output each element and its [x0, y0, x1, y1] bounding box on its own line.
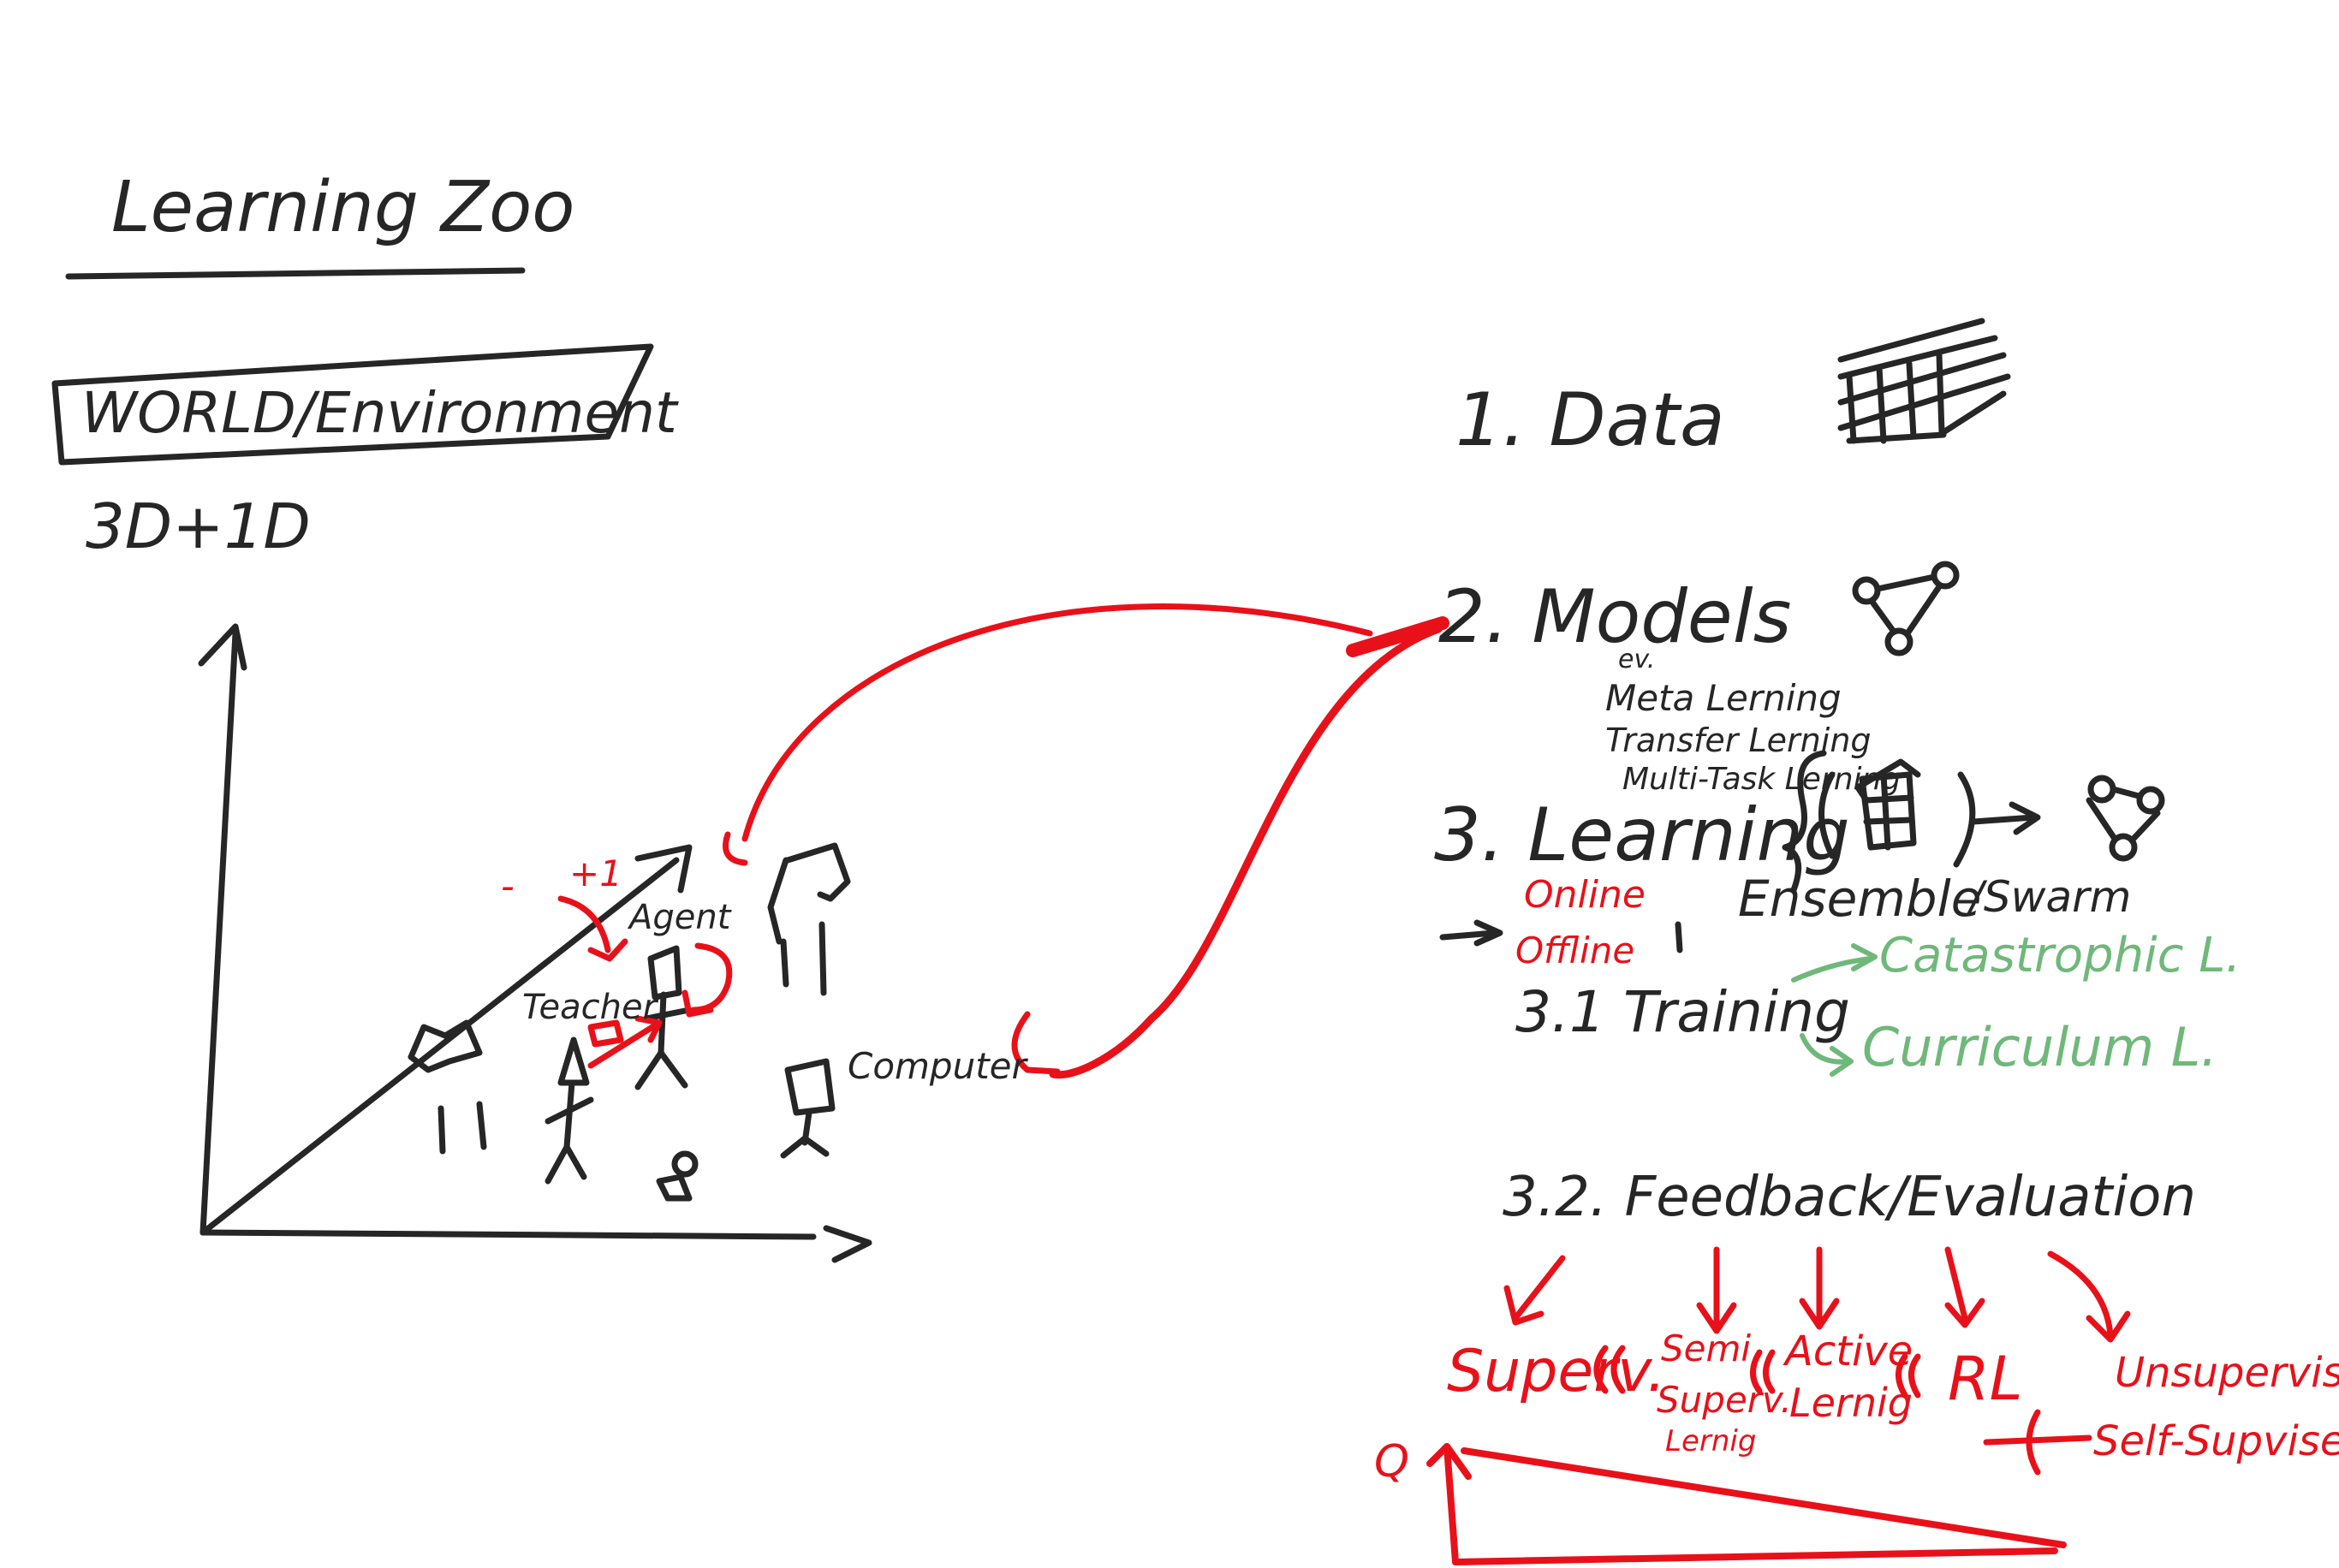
- tree-figures: [408, 842, 851, 1155]
- learning-bracket: [1782, 750, 1976, 894]
- list-data: 1. Data: [1455, 377, 1725, 463]
- arrow-curriculum-head: [1830, 1046, 1854, 1077]
- models-sub-1: Meta Lerning: [1605, 677, 1842, 719]
- list-swarm: /Swarm: [1966, 872, 2131, 922]
- semi-label-1: Semi: [1661, 1327, 1751, 1369]
- unsupervised-label-1: Unsupervised/: [2115, 1349, 2339, 1397]
- graph-model-icon: [1852, 561, 1960, 656]
- arrow-semi-head: [1696, 1302, 1737, 1334]
- reward-minus: -: [501, 864, 515, 908]
- learning-arrow: [1970, 801, 2041, 835]
- offline-label: Offline: [1515, 930, 1634, 971]
- list-learning: 3. Learning: [1434, 793, 1850, 878]
- arrow-unsupervised-head: [2086, 1310, 2131, 1343]
- models-sub-3: Multi-Task Lerning: [1622, 762, 1901, 797]
- models-link-arc-head: [723, 831, 748, 866]
- arrow-catastrophic-head: [1851, 943, 1878, 971]
- arrow-supervised-head: [1503, 1285, 1544, 1326]
- supervised-label: Superv.: [1447, 1338, 1666, 1405]
- arrow-to-online-head: [1473, 919, 1503, 947]
- arrow-curriculum: [1800, 1033, 1852, 1065]
- approx-mark-1: [1593, 1345, 1626, 1394]
- rl-unsupervised-link: [1983, 1409, 2092, 1476]
- teacher-to-agent-head: [634, 1015, 663, 1043]
- approx-mark-2: [1750, 1349, 1776, 1394]
- list-models: 2. Models: [1438, 574, 1791, 660]
- unsupervised-label-2: Self-Supvised: [2093, 1417, 2339, 1465]
- learning-graph-icon: [2086, 775, 2165, 862]
- computer-link-curve: [1049, 625, 1443, 1079]
- arrow-to-online: [1439, 930, 1497, 941]
- models-thick-stroke: [1346, 616, 1449, 657]
- semi-label-2: Superv.: [1657, 1379, 1792, 1421]
- title-text: Learning Zoo: [111, 167, 574, 248]
- teacher-to-agent-arrow: [587, 1019, 663, 1069]
- baby-figure: [656, 1150, 699, 1202]
- agent-figure: [634, 945, 693, 1090]
- models-sub-2: Transfer Lerning: [1605, 722, 1872, 759]
- teacher-label: Teacher: [522, 988, 659, 1027]
- world-chart-axes: [198, 623, 872, 1263]
- quality-curve: [1426, 1443, 2067, 1565]
- agent-loop-arrow: [690, 942, 733, 1013]
- world-dims: 3D+1D: [86, 490, 311, 562]
- arrow-catastrophic: [1791, 956, 1873, 983]
- agent-loop-head: [681, 989, 714, 1018]
- active-label-1: Active: [1783, 1327, 1913, 1375]
- world-box-frame: [51, 343, 654, 466]
- comma-mark: [1675, 921, 1683, 953]
- arrow-rl-head: [1944, 1298, 1985, 1328]
- arrow-unsupervised: [2047, 1250, 2114, 1339]
- list-feedback: 3.2. Feedback/Evaluation: [1503, 1166, 2196, 1229]
- models-link-arc: [741, 603, 1373, 842]
- semi-label-3: Lernig: [1665, 1424, 1756, 1458]
- teacher-book: [587, 1019, 624, 1048]
- arrow-active-head: [1799, 1298, 1840, 1330]
- approx-mark-3: [1896, 1353, 1921, 1399]
- world-box-label: WORLD/Environment: [81, 380, 679, 446]
- list-training: 3.1 Training: [1515, 979, 1850, 1045]
- computer-label: Computer: [848, 1045, 1029, 1087]
- catastrophic-label: Catastrophic L.: [1879, 928, 2241, 983]
- teacher-figure: [545, 1036, 594, 1185]
- computer-figure: [780, 1058, 836, 1159]
- arrow-rl: [1944, 1246, 1968, 1322]
- data-stack-icon: [1837, 318, 2011, 444]
- reward-plus: +1: [569, 852, 622, 894]
- reward-arrow-head: [587, 938, 628, 962]
- curriculum-label: Curriculum L.: [1862, 1016, 2217, 1078]
- reward-arrow: [557, 895, 611, 953]
- title-underline: [65, 267, 526, 280]
- arrow-supervised: [1512, 1255, 1566, 1322]
- active-label-2: Lernig: [1789, 1380, 1913, 1426]
- online-label: Online: [1524, 873, 1646, 917]
- agent-label: Agent: [627, 898, 732, 937]
- rl-label: RL: [1948, 1344, 2023, 1414]
- list-ensemble: Ensemble: [1738, 870, 1981, 928]
- computer-link-hook: [1011, 1011, 1061, 1075]
- models-sub-0: ev.: [1618, 644, 1655, 674]
- q-label: Q: [1374, 1436, 1409, 1488]
